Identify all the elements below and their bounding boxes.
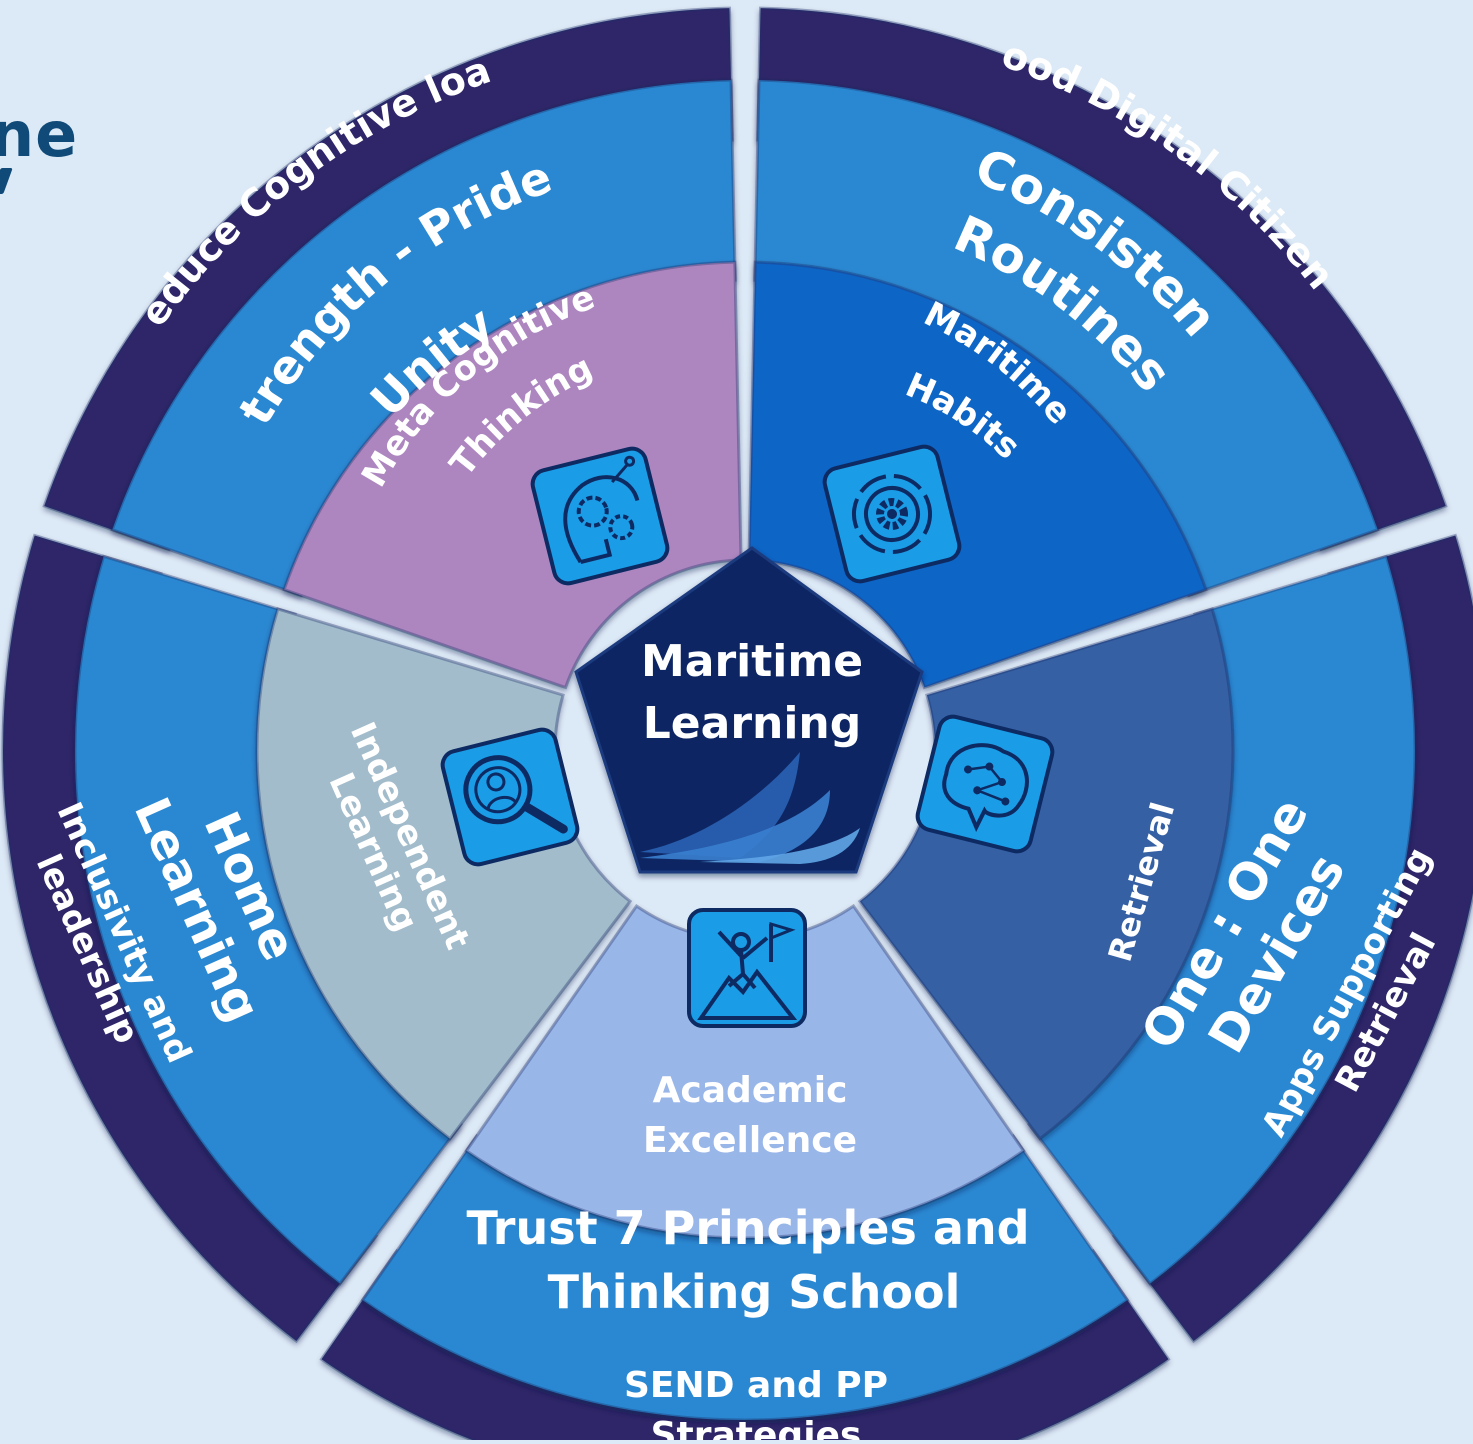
segment-bottom bbox=[319, 903, 1171, 1444]
center-title-line-2: Learning bbox=[643, 698, 862, 749]
center-title-line-1: Maritime bbox=[641, 636, 863, 687]
cycle-gear-icon bbox=[822, 444, 962, 584]
center-pentagon-group: Maritime Learning bbox=[574, 546, 924, 874]
outer-label-send-line-2: Strategies bbox=[651, 1415, 862, 1440]
summit-flag-icon bbox=[687, 908, 807, 1028]
inner-label-academic-line-1: Academic bbox=[653, 1070, 848, 1111]
segment-top-right bbox=[747, 6, 1448, 690]
inner-ring-top-left bbox=[282, 260, 743, 690]
middle-label-trust-line-2: Thinking School bbox=[548, 1265, 961, 1319]
center-pentagon bbox=[574, 546, 924, 874]
cropped-heading-fragment: ne bbox=[0, 98, 79, 171]
segment-icons-layer bbox=[440, 444, 1055, 1028]
inner-label-academic-line-2: Excellence bbox=[643, 1120, 857, 1161]
middle-label-trust-line-1: Trust 7 Principles and bbox=[466, 1201, 1029, 1255]
center-wave-1 bbox=[640, 752, 800, 858]
segment-top-left bbox=[42, 6, 743, 690]
center-wave-3 bbox=[700, 828, 860, 864]
outer-label-send-line-1: SEND and PP bbox=[624, 1365, 888, 1406]
wheel-segments-layer bbox=[1, 6, 1473, 1444]
center-wave-2 bbox=[640, 790, 830, 862]
brain-gears-icon bbox=[530, 446, 670, 586]
brain-circuit-icon bbox=[915, 714, 1055, 854]
search-person-icon bbox=[440, 727, 580, 867]
